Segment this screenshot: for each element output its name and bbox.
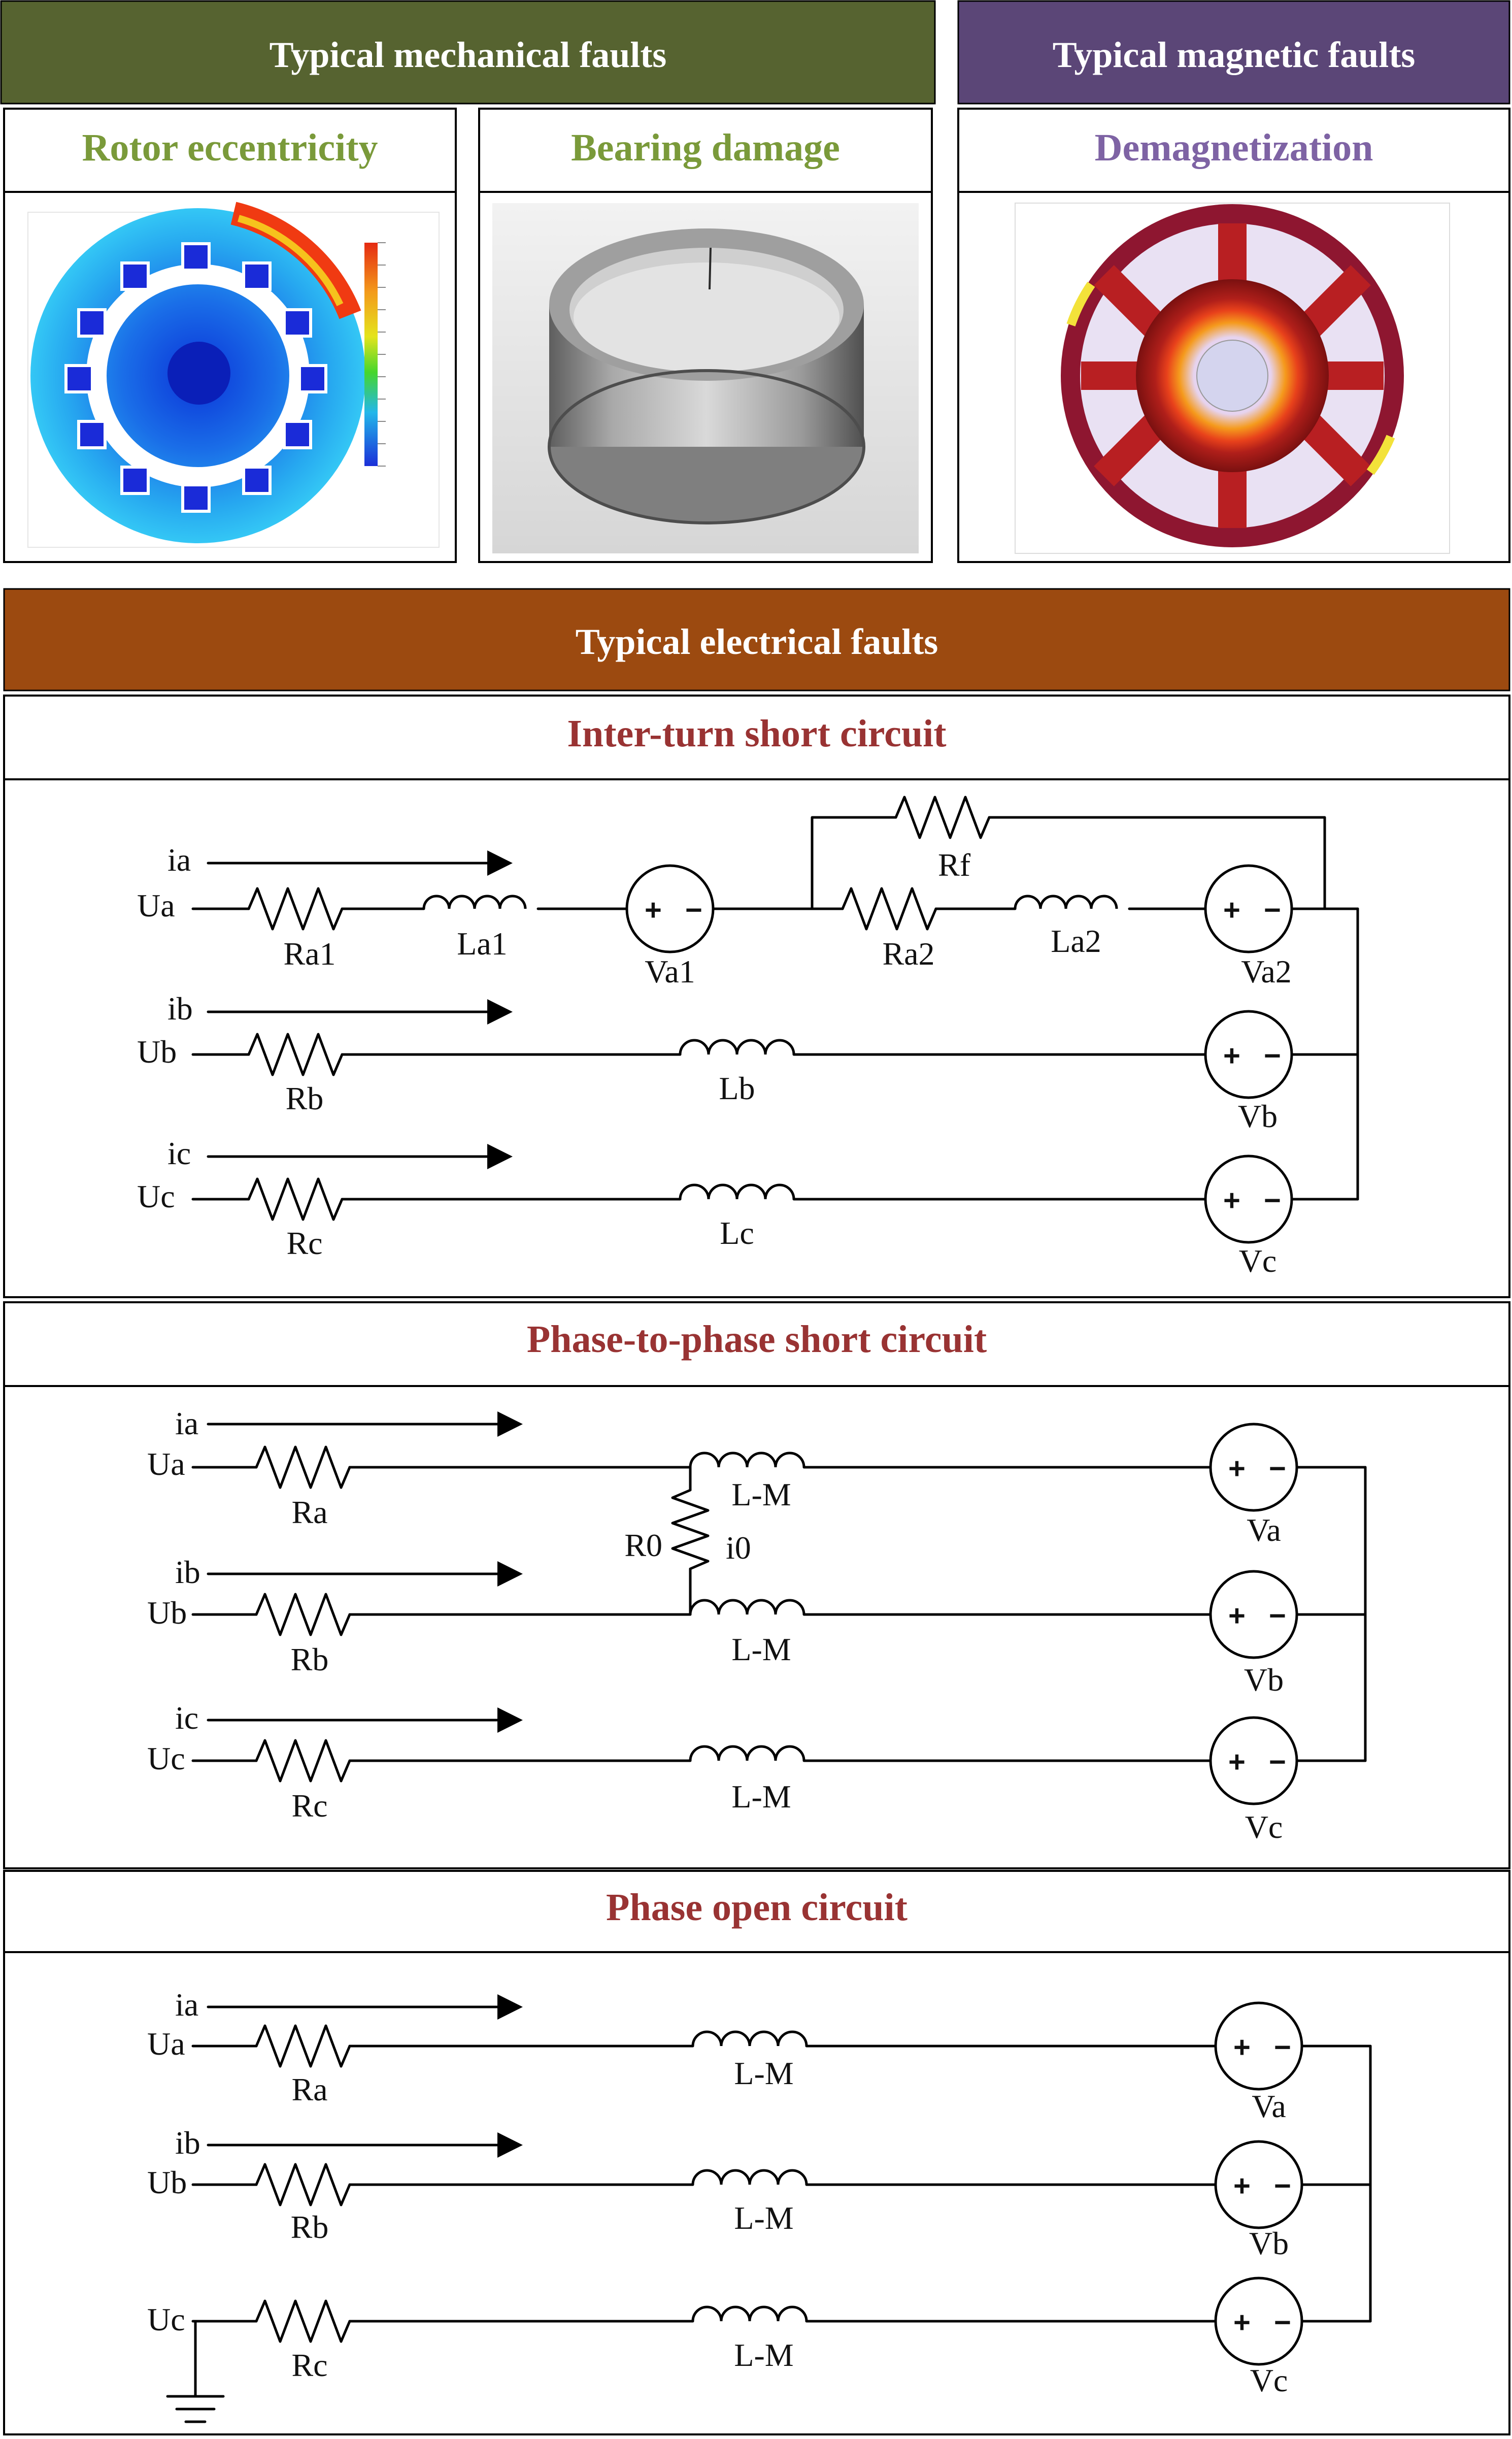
inter-turn-title: Inter-turn short circuit — [567, 712, 946, 755]
open-circuit-panel: Phase open circuit + − + − — [3, 1870, 1510, 2435]
electrical-header: Typical electrical faults — [576, 621, 938, 662]
minus-sign: − — [1264, 894, 1281, 927]
label-La2: La2 — [1051, 923, 1101, 959]
label-Rc: Rc — [291, 1788, 327, 1824]
label-Rb: Rb — [291, 2209, 329, 2245]
bearing-damage-title: Bearing damage — [571, 126, 840, 169]
label-Rb: Rb — [291, 1641, 329, 1677]
label-ib: ib — [175, 1554, 200, 1590]
phase-to-phase-panel: Phase-to-phase short circuit + − — [3, 1301, 1510, 1869]
plus-sign: + — [1233, 2306, 1251, 2339]
label-Lc: Lc — [720, 1215, 754, 1251]
demagnetization-title: Demagnetization — [1095, 126, 1373, 169]
label-Ua: Ua — [137, 887, 175, 924]
label-Rf: Rf — [938, 847, 971, 883]
label-Vc: Vc — [1239, 1243, 1277, 1279]
plus-sign: + — [1228, 1599, 1246, 1632]
label-Uc: Uc — [147, 2301, 185, 2337]
rotor-eccentricity-title: Rotor eccentricity — [82, 126, 378, 169]
label-ib: ib — [167, 991, 193, 1027]
label-ia: ia — [167, 842, 191, 878]
plus-sign: + — [1228, 1745, 1246, 1778]
label-i0: i0 — [726, 1530, 751, 1566]
label-Rc: Rc — [286, 1225, 322, 1261]
demagnetization-field-image — [1015, 203, 1450, 554]
label-Ua: Ua — [147, 1446, 185, 1482]
electrical-section: Typical electrical faults Inter-turn sho… — [3, 588, 1510, 2435]
label-R0: R0 — [624, 1527, 662, 1563]
label-Ra: Ra — [291, 2071, 327, 2107]
label-LM-b: L-M — [731, 1631, 791, 1667]
minus-sign: − — [1274, 2306, 1291, 2339]
mechanical-header-bar — [0, 0, 936, 105]
minus-sign: − — [685, 894, 702, 927]
magnetic-header-bar — [957, 0, 1510, 105]
ground-symbol — [166, 2320, 225, 2423]
electrical-header-bar — [3, 588, 1510, 691]
label-Va1: Va1 — [645, 953, 695, 990]
label-LM-c: L-M — [731, 1778, 791, 1815]
label-Ua: Ua — [147, 2026, 185, 2062]
label-Ra1: Ra1 — [283, 936, 335, 972]
label-LM-a: L-M — [731, 1476, 791, 1512]
label-Ub: Ub — [147, 2164, 187, 2200]
label-ic: ic — [175, 1700, 198, 1736]
label-Ra2: Ra2 — [882, 936, 934, 972]
label-LM-b: L-M — [734, 2200, 793, 2236]
minus-sign: − — [1274, 2169, 1291, 2202]
label-Rb: Rb — [286, 1080, 324, 1116]
minus-sign: − — [1264, 1039, 1281, 1072]
magnetic-section: Typical magnetic faults Demagnetization — [957, 0, 1510, 563]
label-Vb: Vb — [1238, 1098, 1278, 1134]
label-Vc: Vc — [1250, 2362, 1288, 2398]
minus-sign: − — [1269, 1599, 1286, 1632]
label-ic: ic — [167, 1135, 191, 1171]
open-circuit-title: Phase open circuit — [606, 1886, 908, 1929]
label-Va: Va — [1252, 2088, 1286, 2124]
plus-sign: + — [1223, 1184, 1240, 1217]
label-La1: La1 — [457, 926, 508, 962]
plus-sign: + — [645, 894, 662, 927]
label-LM-c: L-M — [734, 2337, 793, 2373]
plus-sign: + — [1223, 894, 1240, 927]
label-LM-a: L-M — [734, 2055, 793, 2091]
label-ib: ib — [175, 2125, 200, 2161]
mechanical-section: Typical mechanical faults Rotor eccentri… — [0, 0, 936, 563]
bearing-photo — [492, 203, 919, 553]
plus-sign: + — [1223, 1039, 1240, 1072]
label-Rc: Rc — [291, 2347, 327, 2383]
magnetic-header: Typical magnetic faults — [1053, 35, 1416, 75]
label-Vb: Vb — [1244, 1662, 1284, 1698]
label-Va2: Va2 — [1241, 953, 1292, 990]
label-Ra: Ra — [291, 1494, 327, 1530]
plus-sign: + — [1233, 2031, 1251, 2064]
rotor-flux-density-image — [27, 202, 440, 548]
minus-sign: − — [1269, 1745, 1286, 1778]
minus-sign: − — [1274, 2031, 1291, 2064]
minus-sign: − — [1269, 1452, 1286, 1485]
phase-to-phase-title: Phase-to-phase short circuit — [527, 1318, 987, 1361]
label-Uc: Uc — [137, 1178, 175, 1214]
label-Vc: Vc — [1245, 1809, 1283, 1845]
label-ia: ia — [175, 1405, 198, 1441]
label-Uc: Uc — [147, 1740, 185, 1776]
label-Ub: Ub — [137, 1034, 177, 1070]
mechanical-header: Typical mechanical faults — [270, 35, 667, 75]
minus-sign: − — [1264, 1184, 1281, 1217]
label-ia: ia — [175, 1987, 198, 2023]
label-Ub: Ub — [147, 1595, 187, 1631]
plus-sign: + — [1228, 1452, 1246, 1485]
plus-sign: + — [1233, 2169, 1251, 2202]
label-Vb: Vb — [1249, 2225, 1289, 2261]
label-Va: Va — [1247, 1512, 1281, 1548]
label-Lb: Lb — [719, 1070, 755, 1106]
inter-turn-panel: Inter-turn short circuit + − — [3, 695, 1510, 1298]
